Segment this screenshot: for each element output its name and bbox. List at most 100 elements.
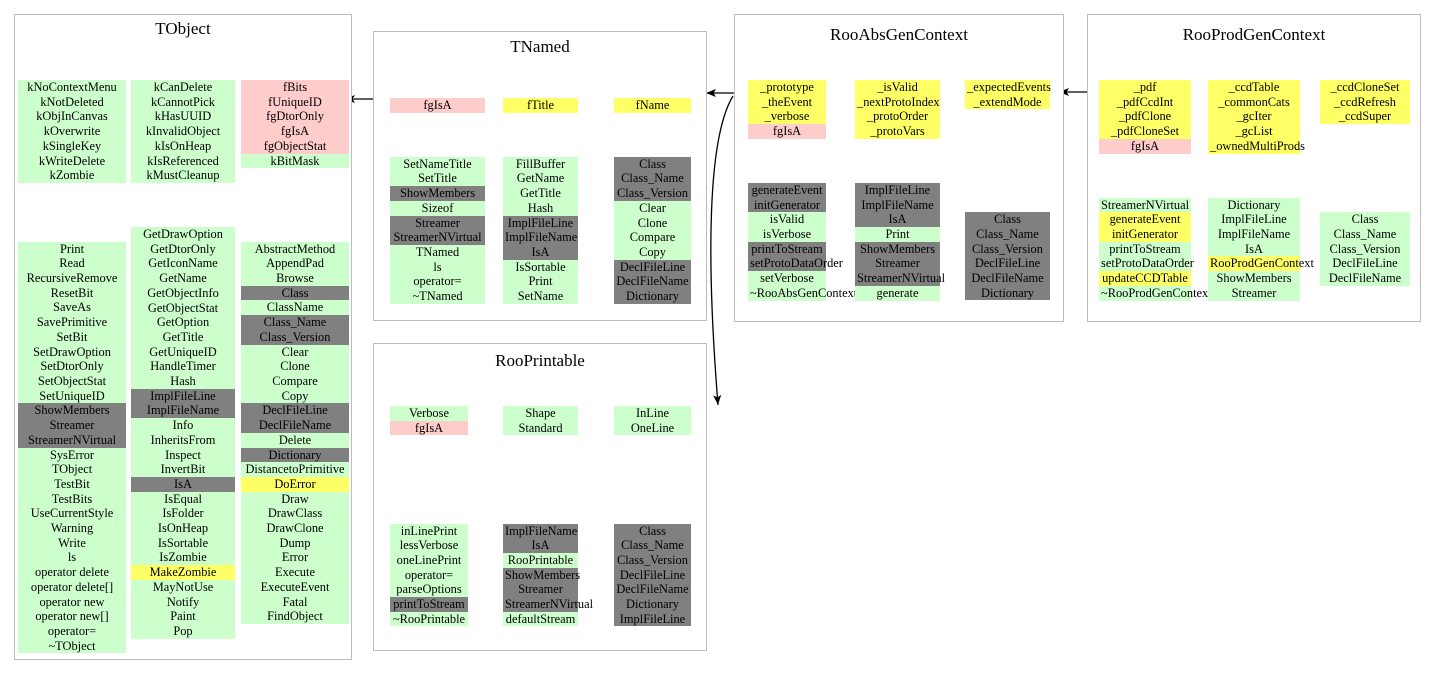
member-item[interactable]: _nextProtoIndex — [855, 94, 940, 110]
member-item[interactable]: Dump — [241, 535, 349, 551]
member-item[interactable]: kWriteDelete — [18, 153, 126, 169]
member-item[interactable]: Class_Name — [1320, 226, 1410, 242]
member-item[interactable]: printToStream — [390, 597, 468, 612]
member-item[interactable]: oneLinePrint — [390, 552, 468, 568]
member-item[interactable]: TObject — [18, 462, 126, 477]
member-item[interactable]: IsFolder — [131, 506, 235, 522]
member-item[interactable]: Dictionary — [614, 597, 691, 612]
member-item[interactable]: ShowMembers — [390, 186, 485, 201]
member-item[interactable]: StreamerNVirtual — [855, 271, 946, 286]
member-item[interactable]: DistancetoPrimitive — [241, 462, 349, 477]
member-item[interactable]: Print — [855, 226, 940, 242]
member-item[interactable]: IsA — [1208, 241, 1300, 257]
member-item[interactable]: kBitMask — [241, 153, 349, 169]
member-item[interactable]: kIsReferenced — [131, 153, 235, 169]
member-item[interactable]: MakeZombie — [131, 565, 235, 580]
member-item[interactable]: generate — [855, 285, 940, 301]
member-item[interactable]: Error — [241, 550, 349, 566]
member-item[interactable]: DeclFileLine — [614, 259, 691, 275]
member-item[interactable]: Streamer — [503, 582, 578, 598]
member-item[interactable]: kCanDelete — [131, 80, 235, 95]
member-item[interactable]: SetUniqueID — [18, 388, 126, 404]
member-item[interactable]: _theEvent — [748, 94, 826, 110]
member-item[interactable]: Streamer — [18, 418, 126, 433]
member-item[interactable]: MayNotUse — [131, 579, 235, 595]
member-item[interactable]: GetName — [131, 271, 235, 286]
member-item[interactable]: SavePrimitive — [18, 315, 126, 330]
member-item[interactable]: fgDtorOnly — [241, 109, 349, 125]
member-item[interactable]: _verbose — [748, 109, 826, 125]
member-item[interactable]: DrawClone — [241, 521, 349, 536]
member-item[interactable]: Info — [131, 418, 235, 433]
member-item[interactable]: ResetBit — [18, 285, 126, 301]
member-item[interactable]: Delete — [241, 432, 349, 448]
member-item[interactable]: fName — [614, 98, 691, 113]
member-item[interactable]: TNamed — [390, 244, 485, 260]
member-item[interactable]: InLine — [614, 406, 691, 421]
member-item[interactable]: Class_Version — [965, 241, 1050, 257]
member-item[interactable]: Browse — [241, 271, 349, 286]
member-item[interactable]: setProtoDataOrder — [1099, 256, 1194, 272]
member-item[interactable]: GetTitle — [503, 186, 578, 201]
member-item[interactable]: Streamer — [390, 215, 485, 231]
member-item[interactable]: kOverwrite — [18, 124, 126, 139]
member-item[interactable]: _expectedEvents — [965, 80, 1051, 95]
member-item[interactable]: _ccdRefresh — [1320, 94, 1410, 110]
member-item[interactable]: _gcIter — [1208, 109, 1300, 125]
member-item[interactable]: Dictionary — [965, 285, 1050, 301]
member-item[interactable]: ImplFileLine — [131, 388, 235, 404]
member-item[interactable]: Clone — [241, 359, 349, 374]
member-item[interactable]: ImplFileLine — [614, 611, 691, 627]
member-item[interactable]: fgIsA — [1099, 138, 1191, 154]
member-item[interactable]: Shape — [503, 406, 578, 421]
member-item[interactable]: Class — [1320, 212, 1410, 227]
member-item[interactable]: ImplFileLine — [503, 215, 578, 231]
member-item[interactable]: Class_Name — [614, 538, 691, 553]
member-item[interactable]: RooProdGenContext — [1208, 256, 1314, 272]
member-item[interactable]: Dictionary — [614, 289, 691, 304]
member-item[interactable]: IsOnHeap — [131, 521, 235, 536]
member-item[interactable]: FindObject — [241, 609, 349, 624]
member-item[interactable]: Class — [614, 156, 691, 172]
member-item[interactable]: GetObjectInfo — [131, 285, 235, 301]
member-item[interactable]: Paint — [131, 609, 235, 624]
member-item[interactable]: ShowMembers — [855, 241, 940, 257]
member-item[interactable]: SaveAs — [18, 300, 126, 316]
member-item[interactable]: inLinePrint — [390, 523, 468, 539]
member-item[interactable]: setProtoDataOrder — [748, 256, 843, 272]
member-item[interactable]: ShowMembers — [1208, 271, 1300, 286]
member-item[interactable]: fgIsA — [390, 420, 468, 436]
member-item[interactable]: kHasUUID — [131, 109, 235, 125]
member-item[interactable]: Clone — [614, 215, 691, 231]
member-item[interactable]: Streamer — [1208, 285, 1300, 301]
member-item[interactable]: DoError — [241, 476, 349, 492]
member-item[interactable]: ~RooAbsGenContext — [748, 285, 858, 301]
member-item[interactable]: ExecuteEvent — [241, 579, 349, 595]
member-item[interactable]: StreamerNVirtual — [503, 597, 594, 612]
member-item[interactable]: Write — [18, 535, 126, 551]
member-item[interactable]: OneLine — [614, 420, 691, 436]
member-item[interactable]: Draw — [241, 491, 349, 507]
member-item[interactable]: ls — [390, 259, 485, 275]
member-item[interactable]: ShowMembers — [503, 567, 581, 583]
member-item[interactable]: SetName — [503, 289, 578, 304]
member-item[interactable]: kZombie — [18, 168, 126, 183]
member-item[interactable]: GetUniqueID — [131, 344, 235, 360]
member-item[interactable]: HandleTimer — [131, 359, 235, 375]
member-item[interactable]: DeclFileLine — [241, 403, 349, 419]
member-item[interactable]: _ccdSuper — [1320, 109, 1410, 125]
member-item[interactable]: fgObjectStat — [241, 138, 349, 154]
member-item[interactable]: DeclFileName — [614, 274, 691, 290]
member-item[interactable]: fBits — [241, 80, 349, 95]
member-item[interactable]: ImplFileName — [1208, 226, 1300, 242]
member-item[interactable]: operator delete — [18, 565, 126, 580]
member-item[interactable]: Class_Version — [1320, 241, 1410, 257]
member-item[interactable]: _pdfCcdInt — [1099, 94, 1191, 110]
member-item[interactable]: _protoOrder — [855, 109, 940, 125]
member-item[interactable]: generateEvent — [748, 182, 826, 198]
member-item[interactable]: Inspect — [131, 447, 235, 463]
member-item[interactable]: _pdf — [1099, 80, 1191, 95]
member-item[interactable]: Class_Version — [614, 186, 691, 201]
member-item[interactable]: ~TObject — [18, 638, 126, 654]
member-item[interactable]: DrawClass — [241, 506, 349, 522]
